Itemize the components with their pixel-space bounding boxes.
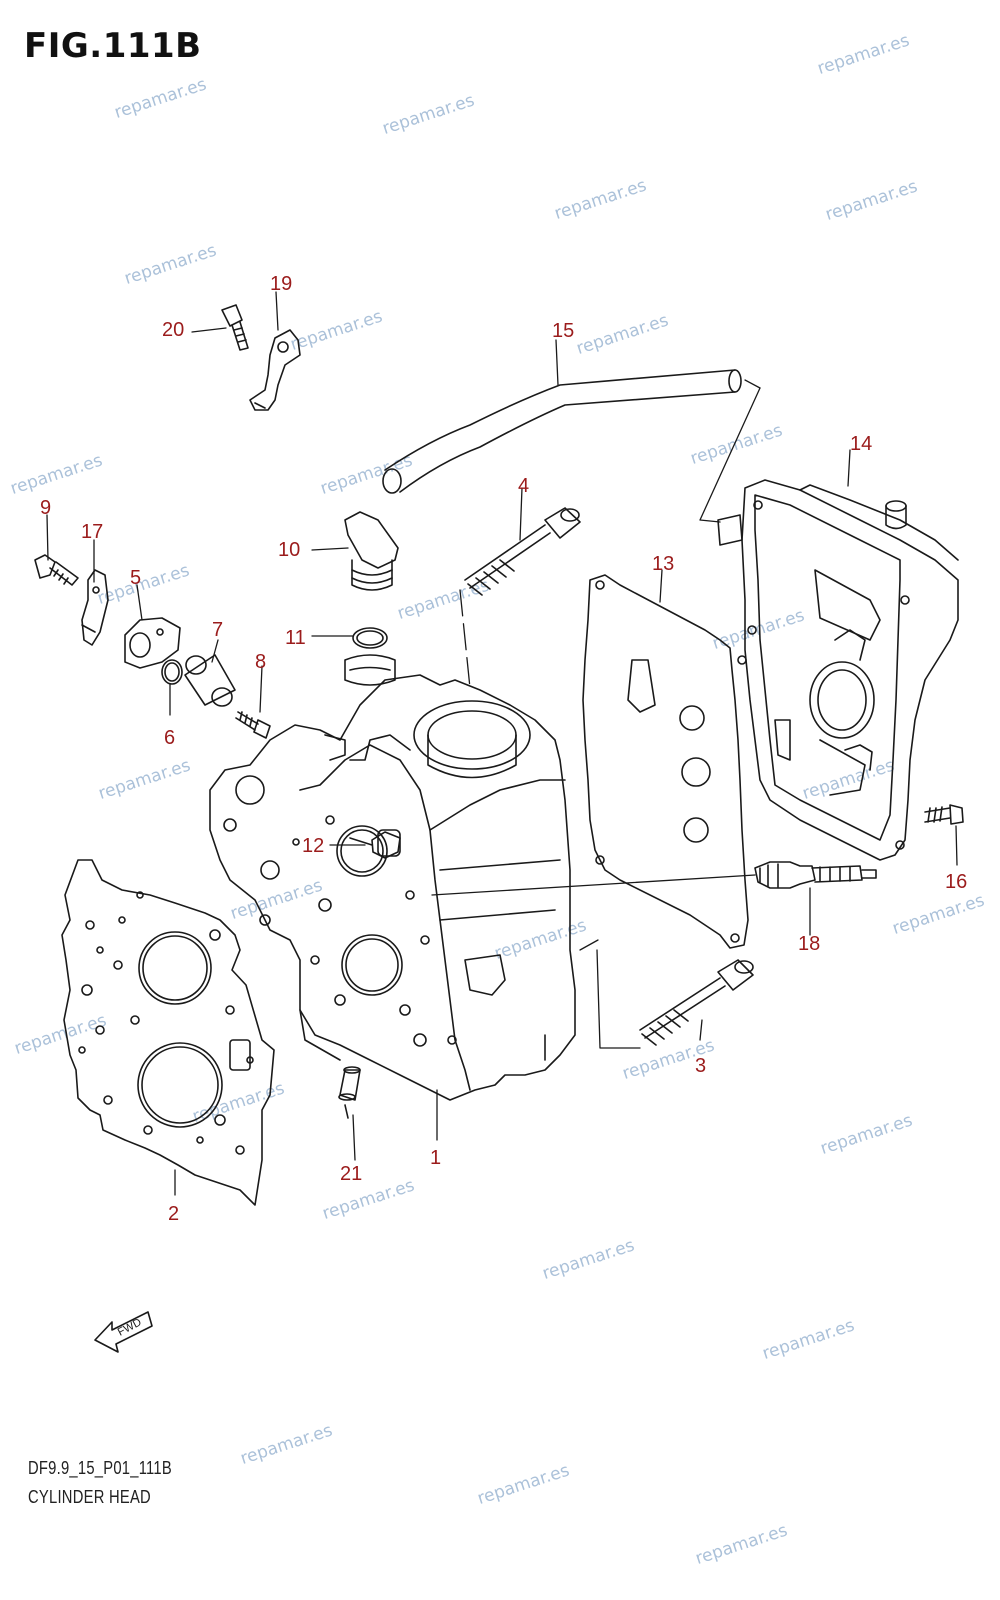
callout-12: 12 bbox=[302, 835, 324, 857]
callout-8: 8 bbox=[255, 651, 266, 673]
spark-plug bbox=[754, 861, 877, 889]
fwd-arrow-icon bbox=[94, 1311, 153, 1353]
callout-19: 19 bbox=[270, 273, 292, 295]
head-gasket bbox=[61, 859, 275, 1206]
screw bbox=[235, 711, 271, 739]
callout-1: 1 bbox=[430, 1147, 441, 1169]
cover-bolt bbox=[639, 959, 754, 1046]
callout-14: 14 bbox=[850, 433, 872, 455]
cylinder-head bbox=[209, 654, 576, 1101]
oil-filler-cap bbox=[344, 511, 399, 591]
bolt bbox=[34, 554, 79, 586]
callout-4: 4 bbox=[518, 475, 529, 497]
callout-7: 7 bbox=[212, 619, 223, 641]
fwd-label: FWD bbox=[116, 1316, 144, 1338]
callout-21: 21 bbox=[340, 1163, 362, 1185]
o-ring bbox=[161, 659, 183, 685]
thermostat bbox=[184, 654, 236, 707]
clamp bbox=[81, 569, 109, 646]
callout-17: 17 bbox=[81, 521, 103, 543]
breather-hose bbox=[382, 369, 742, 494]
callout-13: 13 bbox=[652, 553, 674, 575]
callout-10: 10 bbox=[278, 539, 300, 561]
callout-15: 15 bbox=[552, 320, 574, 342]
callout-6: 6 bbox=[164, 727, 175, 749]
cylinder-head-cover bbox=[717, 479, 959, 861]
callout-11: 11 bbox=[285, 627, 306, 649]
dowel-pin bbox=[338, 1066, 361, 1119]
thermostat-cover bbox=[124, 617, 181, 669]
figure-code: DF9.9_15_P01_111B bbox=[28, 1458, 172, 1478]
figure-name: CYLINDER HEAD bbox=[28, 1487, 151, 1507]
callout-2: 2 bbox=[168, 1203, 179, 1225]
plug bbox=[349, 831, 401, 859]
gasket-ring bbox=[352, 627, 388, 649]
bolt bbox=[924, 804, 964, 825]
cover-bolt bbox=[464, 507, 581, 596]
callout-16: 16 bbox=[945, 871, 967, 893]
callout-5: 5 bbox=[130, 567, 141, 589]
callout-20: 20 bbox=[162, 319, 184, 341]
callout-3: 3 bbox=[695, 1055, 706, 1077]
callout-9: 9 bbox=[40, 497, 51, 519]
figure-title: FIG.111B bbox=[24, 26, 202, 66]
bracket bbox=[249, 329, 301, 411]
bolt bbox=[221, 304, 249, 351]
cover-gasket bbox=[582, 574, 749, 949]
leader-lines bbox=[46, 291, 958, 1196]
callout-18: 18 bbox=[798, 933, 820, 955]
